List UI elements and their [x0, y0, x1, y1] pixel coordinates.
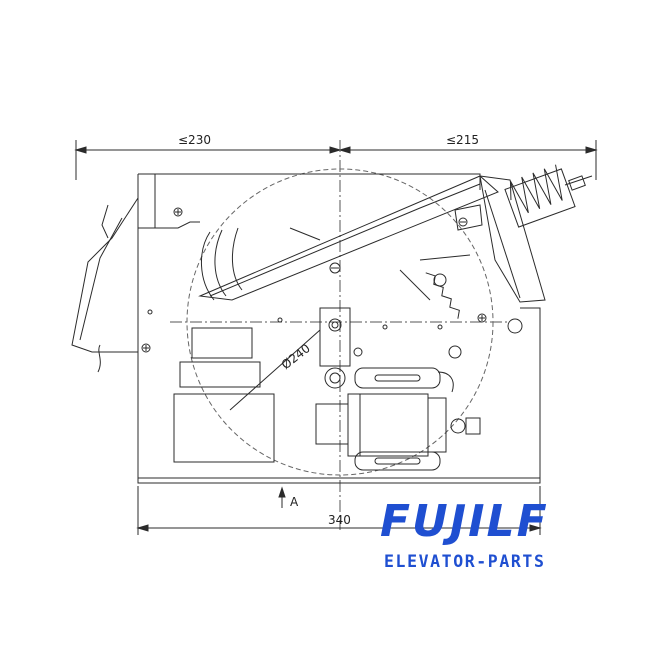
brand-tagline: ELEVATOR-PARTS	[384, 552, 546, 571]
bottom-dimension	[136, 486, 542, 535]
diameter-leader	[229, 329, 321, 411]
solenoid	[315, 345, 481, 457]
plates	[173, 327, 275, 463]
dim-total-width: 340	[328, 513, 351, 527]
dim-left-width: ≤230	[178, 133, 211, 147]
wheel-arcs	[200, 227, 471, 301]
dim-diameter: Ø240	[279, 341, 313, 372]
main-frame	[137, 173, 541, 484]
dim-right-width: ≤215	[446, 133, 479, 147]
small-spring	[425, 272, 460, 319]
spring	[504, 164, 593, 228]
screws	[141, 207, 523, 357]
slot-plates	[354, 367, 454, 471]
left-bracket	[71, 196, 139, 373]
view-marker: A	[290, 495, 299, 509]
brake-arm	[198, 175, 546, 303]
top-dimension	[74, 140, 598, 180]
center-block	[319, 307, 351, 389]
brand-logo: FUJILF	[380, 496, 549, 547]
wheel-circle	[186, 168, 494, 476]
